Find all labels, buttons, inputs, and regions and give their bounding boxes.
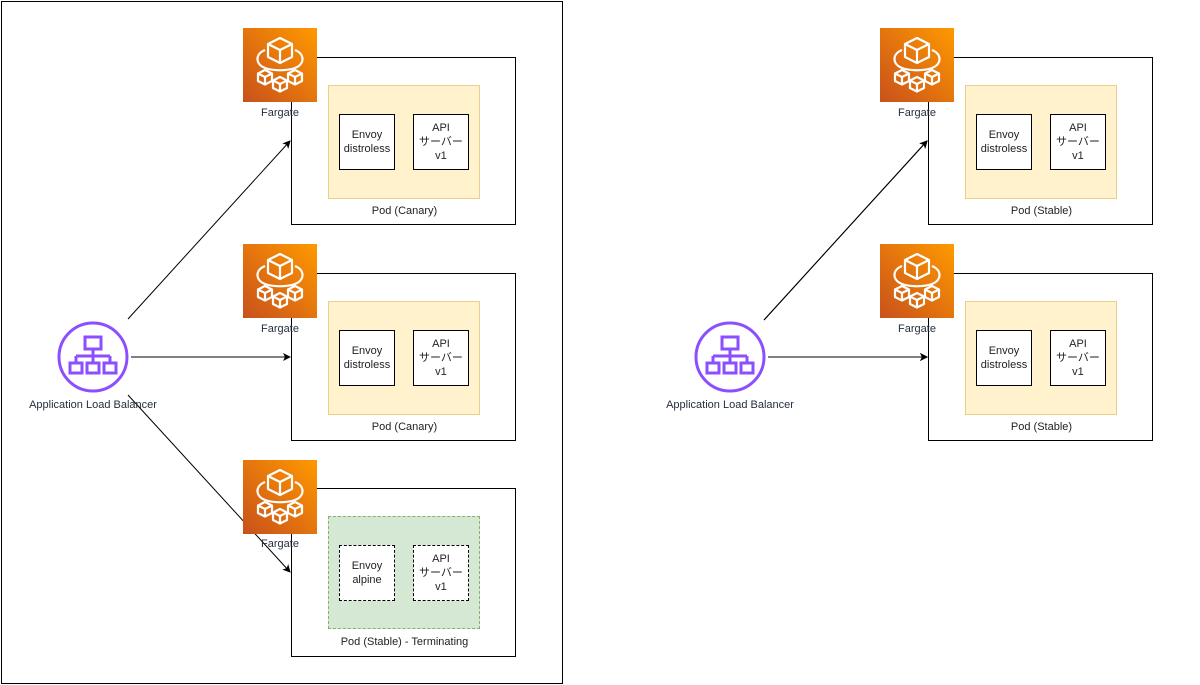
fargate-icon bbox=[880, 244, 954, 318]
pod-stable-1: Envoy distroless API サーバー v1 Pod (Stable… bbox=[928, 57, 1153, 225]
pod-label: Pod (Canary) bbox=[371, 205, 438, 217]
fargate-icon bbox=[880, 28, 954, 102]
fargate-label: Fargate bbox=[898, 107, 936, 119]
api-server-container: API サーバー v1 bbox=[413, 330, 469, 386]
fargate-label: Fargate bbox=[261, 107, 299, 119]
pod-label: Pod (Stable) bbox=[1010, 421, 1073, 433]
envoy-container: Envoy distroless bbox=[976, 114, 1032, 170]
pod-label: Pod (Stable) - Terminating bbox=[340, 636, 469, 648]
envoy-container: Envoy distroless bbox=[339, 330, 395, 386]
alb-label: Application Load Balancer bbox=[29, 399, 157, 411]
pod-stable-terminating: Envoy alpine API サーバー v1 Pod (Stable) - … bbox=[291, 488, 516, 657]
fargate-label: Fargate bbox=[261, 538, 299, 550]
envoy-container: Envoy alpine bbox=[339, 545, 395, 601]
fargate-label: Fargate bbox=[898, 323, 936, 335]
pod-canary-1: Envoy distroless API サーバー v1 Pod (Canary… bbox=[291, 57, 516, 225]
arrow-alb-to-pod-3 bbox=[127, 394, 291, 573]
api-server-container: API サーバー v1 bbox=[413, 545, 469, 601]
api-server-container: API サーバー v1 bbox=[1050, 330, 1106, 386]
pod-label: Pod (Stable) bbox=[1010, 205, 1073, 217]
alb-label: Application Load Balancer bbox=[666, 399, 794, 411]
arrow-alb-to-pod-1 bbox=[763, 140, 928, 321]
api-server-container: API サーバー v1 bbox=[413, 114, 469, 170]
arrow-alb-to-pod-1 bbox=[127, 140, 291, 320]
pod-canary-2: Envoy distroless API サーバー v1 Pod (Canary… bbox=[291, 273, 516, 441]
api-server-container: API サーバー v1 bbox=[1050, 114, 1106, 170]
pod-label: Pod (Canary) bbox=[371, 421, 438, 433]
fargate-label: Fargate bbox=[261, 323, 299, 335]
pod-stable-2: Envoy distroless API サーバー v1 Pod (Stable… bbox=[928, 273, 1153, 441]
application-load-balancer-icon bbox=[693, 320, 767, 394]
envoy-container: Envoy distroless bbox=[339, 114, 395, 170]
envoy-container: Envoy distroless bbox=[976, 330, 1032, 386]
